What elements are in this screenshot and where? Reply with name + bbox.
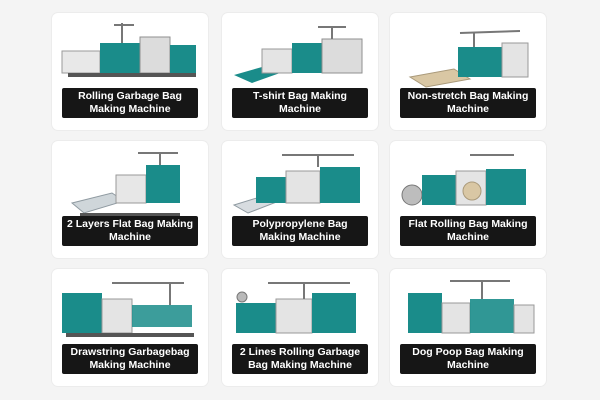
product-title: Rolling Garbage Bag Making Machine (62, 88, 198, 118)
product-card-2-layers-flat-bag[interactable]: 2 Layers Flat Bag Making Machine (52, 141, 208, 258)
machine-image (232, 154, 360, 214)
product-title: Drawstring Garbagebag Making Machine (62, 344, 198, 374)
product-card-rolling-garbage-bag[interactable]: Rolling Garbage Bag Making Machine (52, 13, 208, 130)
machine-image (234, 26, 363, 83)
machine-image (61, 23, 196, 77)
machine-image (62, 282, 194, 337)
product-card-2-lines-rolling-garbage-bag[interactable]: 2 Lines Rolling Garbage Bag Making Machi… (222, 269, 378, 386)
product-title: 2 Lines Rolling Garbage Bag Making Machi… (232, 344, 368, 374)
product-title: T-shirt Bag Making Machine (232, 88, 368, 118)
product-card-flat-rolling-bag[interactable]: Flat Rolling Bag Making Machine (390, 141, 546, 258)
product-card-polypropylene-bag[interactable]: Polypropylene Bag Making Machine (222, 141, 378, 258)
product-title: Non-stretch Bag Making Machine (400, 88, 536, 118)
product-card-tshirt-bag[interactable]: T-shirt Bag Making Machine (222, 13, 378, 130)
machine-image (236, 282, 356, 334)
machine-image (401, 154, 526, 206)
product-title: Dog Poop Bag Making Machine (400, 344, 536, 374)
product-card-dog-poop-bag[interactable]: Dog Poop Bag Making Machine (390, 269, 546, 386)
machine-image (408, 30, 529, 88)
machine-image (70, 152, 180, 216)
product-title: Polypropylene Bag Making Machine (232, 216, 368, 246)
machine-image (408, 280, 535, 334)
product-title: 2 Layers Flat Bag Making Machine (62, 216, 198, 246)
product-card-drawstring-garbagebag[interactable]: Drawstring Garbagebag Making Machine (52, 269, 208, 386)
product-card-non-stretch-bag[interactable]: Non-stretch Bag Making Machine (390, 13, 546, 130)
product-title: Flat Rolling Bag Making Machine (400, 216, 536, 246)
